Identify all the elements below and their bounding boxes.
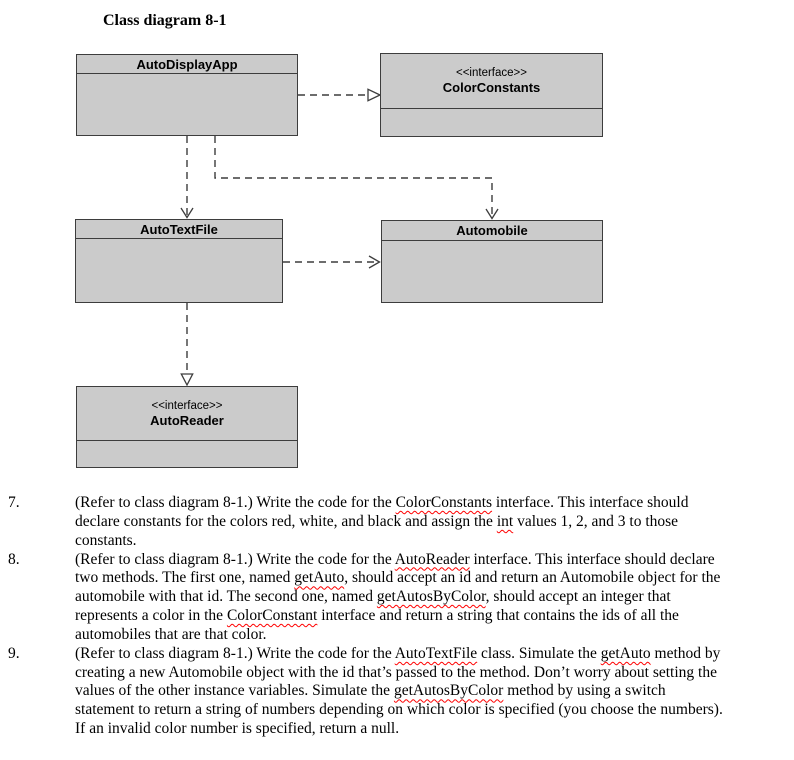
question-text: (Refer to class diagram 8-1.) Write the …: [75, 551, 788, 645]
text-segment: statement to return a string of numbers …: [75, 701, 723, 719]
text-segment: values 1, 2, and 3 to those: [513, 512, 679, 530]
class-name-automobile: Automobile: [382, 221, 602, 241]
question-number: 8.: [8, 550, 20, 568]
misspelled-word: AutoReader: [394, 550, 470, 568]
class-box-autotextfile: AutoTextFile: [75, 219, 283, 303]
text-line: declare constants for the colors red, wh…: [75, 513, 788, 532]
text-segment: , should accept an integer that: [485, 588, 671, 606]
text-segment: , should accept an id and return an Auto…: [344, 569, 721, 587]
dependency-arrow-autodisplayapp-autotextfile: [180, 136, 194, 219]
text-segment: values of the other instance variables. …: [75, 682, 394, 700]
misspelled-word: getAuto: [600, 644, 651, 662]
realization-arrow-autodisplayapp-colorconstants: [298, 88, 382, 102]
text-line: (Refer to class diagram 8-1.) Write the …: [75, 551, 788, 570]
text-line: two methods. The first one, named getAut…: [75, 569, 788, 588]
question-item: 9. (Refer to class diagram 8-1.) Write th…: [8, 645, 788, 739]
question-item: 7. (Refer to class diagram 8-1.) Write th…: [8, 494, 788, 551]
interface-header-colorconstants: <<interface>> ColorConstants: [381, 54, 602, 109]
misspelled-word: getAuto: [294, 569, 345, 587]
class-diagram: AutoDisplayApp <<interface>> ColorConsta…: [75, 53, 603, 468]
text-segment: declare constants for the colors red, wh…: [75, 512, 497, 530]
question-text: (Refer to class diagram 8-1.) Write the …: [75, 494, 788, 551]
text-segment: If an invalid color number is specified,…: [75, 720, 400, 738]
question-number: 9.: [8, 644, 20, 662]
interface-box-autoreader: <<interface>> AutoReader: [76, 386, 298, 468]
text-segment: (Refer to class diagram 8-1.) Write the …: [75, 550, 395, 568]
interface-name-colorconstants: ColorConstants: [442, 80, 541, 95]
text-line: automobile with that id. The second one,…: [75, 588, 788, 607]
interface-box-colorconstants: <<interface>> ColorConstants: [380, 53, 603, 137]
text-line: (Refer to class diagram 8-1.) Write the …: [75, 494, 788, 513]
misspelled-word: getAutosByColor: [393, 682, 504, 700]
question-text: (Refer to class diagram 8-1.) Write the …: [75, 645, 788, 739]
text-line: If an invalid color number is specified,…: [75, 720, 788, 739]
text-line: automobiles that are that color.: [75, 626, 788, 645]
page-title: Class diagram 8-1: [103, 12, 227, 29]
text-segment: two methods. The first one, named: [75, 569, 295, 587]
misspelled-word: AutoTextFile: [394, 644, 478, 662]
text-segment: represents a color in the: [75, 607, 227, 625]
text-segment: interface and return a string that conta…: [317, 607, 679, 625]
misspelled-word: ColorConstant: [226, 607, 318, 625]
text-segment: automobiles that are that color.: [75, 625, 267, 643]
question-number: 7.: [8, 494, 20, 511]
question-list: 7. (Refer to class diagram 8-1.) Write th…: [8, 494, 788, 739]
class-name-autotextfile: AutoTextFile: [76, 220, 282, 239]
class-name-autodisplayapp: AutoDisplayApp: [77, 55, 297, 74]
text-segment: method by: [650, 644, 721, 662]
text-segment: automobile with that id. The second one,…: [75, 588, 377, 606]
text-segment: interface. This interface should declare: [469, 550, 715, 568]
question-item: 8. (Refer to class diagram 8-1.) Write th…: [8, 551, 788, 645]
text-segment: creating a new Automobile object with th…: [75, 663, 717, 681]
text-line: creating a new Automobile object with th…: [75, 664, 788, 683]
text-segment: (Refer to class diagram 8-1.) Write the …: [75, 494, 396, 511]
text-line: represents a color in the ColorConstant …: [75, 607, 788, 626]
stereotype-label: <<interface>>: [151, 399, 223, 412]
text-segment: constants.: [75, 531, 137, 549]
misspelled-word: int: [496, 512, 514, 530]
class-box-autodisplayapp: AutoDisplayApp: [76, 54, 298, 136]
text-line: statement to return a string of numbers …: [75, 701, 788, 720]
text-segment: interface. This interface should: [492, 494, 689, 511]
misspelled-word: ColorConstants: [395, 494, 493, 511]
text-line: (Refer to class diagram 8-1.) Write the …: [75, 645, 788, 664]
text-line: values of the other instance variables. …: [75, 682, 788, 701]
interface-header-autoreader: <<interface>> AutoReader: [77, 387, 297, 441]
stereotype-label: <<interface>>: [456, 67, 527, 79]
interface-name-autoreader: AutoReader: [150, 412, 224, 428]
text-segment: (Refer to class diagram 8-1.) Write the …: [75, 644, 395, 662]
text-line: constants.: [75, 532, 788, 551]
text-segment: class. Simulate the: [477, 644, 601, 662]
realization-arrow-autotextfile-autoreader: [180, 303, 194, 387]
class-box-automobile: Automobile: [381, 220, 603, 303]
misspelled-word: getAutosByColor: [376, 588, 486, 606]
text-segment: method by using a switch: [503, 682, 666, 700]
dependency-arrow-autotextfile-automobile: [283, 255, 381, 269]
dependency-arrow-autodisplayapp-automobile: [214, 136, 499, 220]
